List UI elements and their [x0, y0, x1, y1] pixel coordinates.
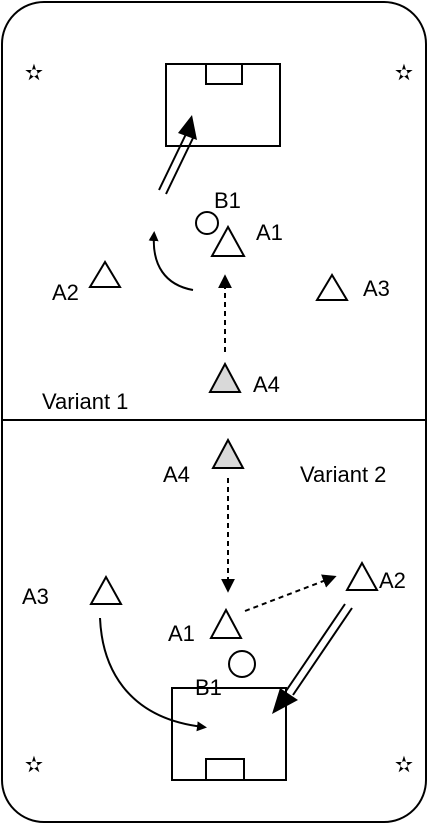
corner-star-icon: ✫	[395, 752, 413, 777]
variant-1-area: B1 A1 A2 A3 A4 Variant 1	[42, 63, 390, 414]
shot-arrow-line	[292, 607, 353, 696]
player-a3	[315, 273, 349, 301]
player-a4	[211, 437, 245, 469]
player-a4	[208, 361, 242, 393]
player-a3	[89, 574, 123, 605]
ball-b1	[195, 211, 219, 235]
run-arrow	[148, 231, 194, 291]
player-a1-label: A1	[256, 220, 283, 245]
ball-b1-label: B1	[214, 188, 241, 213]
corner-star-icon: ✫	[395, 60, 413, 85]
ball-b1	[228, 650, 256, 678]
player-a2	[88, 260, 122, 288]
player-a4-label: A4	[163, 462, 190, 487]
pass-arrow	[244, 574, 337, 612]
player-a2	[345, 560, 379, 591]
player-a2-label: A2	[379, 568, 406, 593]
player-a4-label: A4	[253, 372, 280, 397]
player-a3-label: A3	[22, 584, 49, 609]
goal-bottom-box	[205, 758, 245, 781]
variant-2-area: A4 Variant 2 A3 A1 A2 B1	[22, 437, 406, 781]
player-a2-label: A2	[52, 280, 79, 305]
player-a1	[210, 224, 246, 257]
player-a1-label: A1	[168, 621, 195, 646]
player-a1	[209, 607, 243, 639]
shot-arrow-line	[285, 603, 346, 692]
run-arrow	[99, 617, 207, 732]
goal-top-box	[205, 63, 243, 85]
player-a3-label: A3	[363, 276, 390, 301]
shot-arrow-head	[178, 115, 197, 140]
shot-arrow-line	[158, 133, 187, 191]
variant-1-label: Variant 1	[42, 389, 128, 414]
variant-2-label: Variant 2	[300, 462, 386, 487]
shot-arrow-line	[165, 137, 194, 195]
corner-star-icon: ✫	[25, 60, 43, 85]
goal-bottom	[171, 687, 287, 781]
corner-star-icon: ✫	[25, 752, 43, 777]
